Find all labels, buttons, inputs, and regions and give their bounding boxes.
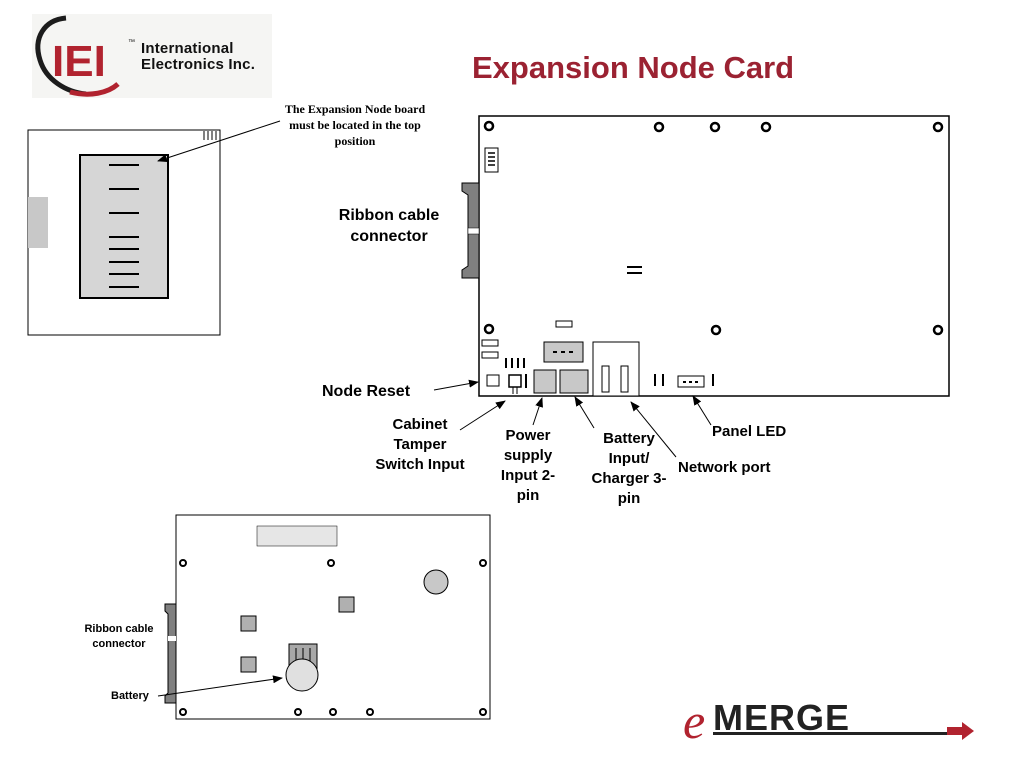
iei-logo [32,14,272,98]
network-port-pin-right [620,365,629,393]
enclosure-note: The Expansion Node board must be located… [284,102,426,148]
jumper-bottom [481,351,499,359]
ribbon-connector-key [467,227,480,235]
label-power-supply: Power supply Input 2-pin [500,427,556,504]
tamper-input-pins [505,358,527,388]
tamper-leads [512,387,518,394]
network-port-arrow [630,401,677,458]
iei-company-name: International Electronics Inc. [141,41,255,73]
emerge-underline [713,732,947,735]
power-supply-input [533,369,557,394]
enclosure-side-tab [28,197,48,248]
panel-led-arrow [692,395,712,426]
callout-arrows [433,379,712,458]
label-panel-led: Panel LED [712,423,787,440]
mounting-holes [483,120,944,336]
network-port [592,341,640,397]
label-battery: Battery [111,690,149,702]
iei-tm: ™ [128,39,135,46]
power-supply-arrow [532,397,543,426]
note-pointer [157,120,281,162]
jumper-top [481,339,499,347]
tamper-arrow [459,400,506,431]
led-pins [654,374,714,386]
back-square-component-3 [240,656,257,673]
jumper [555,320,573,328]
back-ribbon-cable-connector [164,603,177,704]
header-connector [484,147,499,173]
cabinet-tamper-switch-input [508,374,522,388]
label-node-reset: Node Reset [322,383,411,400]
label-ribbon-cable-connector: Ribbon cable connector [338,207,440,245]
back-board-outline [175,514,491,720]
node-reset-button [486,374,500,387]
expansion-node-board [461,115,950,397]
label-battery-charger: Battery Input/ Charger 3-pin [591,430,667,507]
header-pins [488,152,495,166]
battery-arrow [157,675,283,697]
iei-name-line1: International [141,40,234,57]
emerge-arrow-icon [947,722,974,740]
page-title: Expansion Node Card [472,50,795,85]
iei-mark-text: IEI [52,37,106,86]
battery-input-charger [559,369,589,394]
board-stack [79,154,169,299]
iei-swoosh-left [35,15,87,97]
enclosure-vent-marks [203,131,217,140]
label-network-port: Network port [678,459,771,476]
label-cabinet-tamper: Cabinet Tamper Switch Input [375,416,465,473]
emerge-logo: e MERGE [683,693,974,749]
back-round-component [423,569,449,595]
board-back-side [157,514,491,720]
back-board-label-area [256,525,338,547]
back-mounting-holes [179,559,487,716]
center-marking [627,266,642,274]
battery-cell [285,658,319,692]
back-ribbon-key [168,636,176,641]
iei-swoosh-right [69,82,120,97]
label-back-ribbon-cable-connector: Ribbon cable connector [84,623,154,650]
back-square-component-1 [338,596,355,613]
back-square-component-2 [240,615,257,632]
emerge-text: MERGE [713,697,850,738]
network-port-pin-left [601,365,610,393]
enclosure-diagram [27,120,281,336]
board-stack-slots [109,164,139,288]
battery-charger-arrow [574,396,595,429]
node-reset-arrow [433,379,479,391]
iei-name-line2: Electronics Inc. [141,56,256,73]
emerge-e: e [683,693,705,749]
